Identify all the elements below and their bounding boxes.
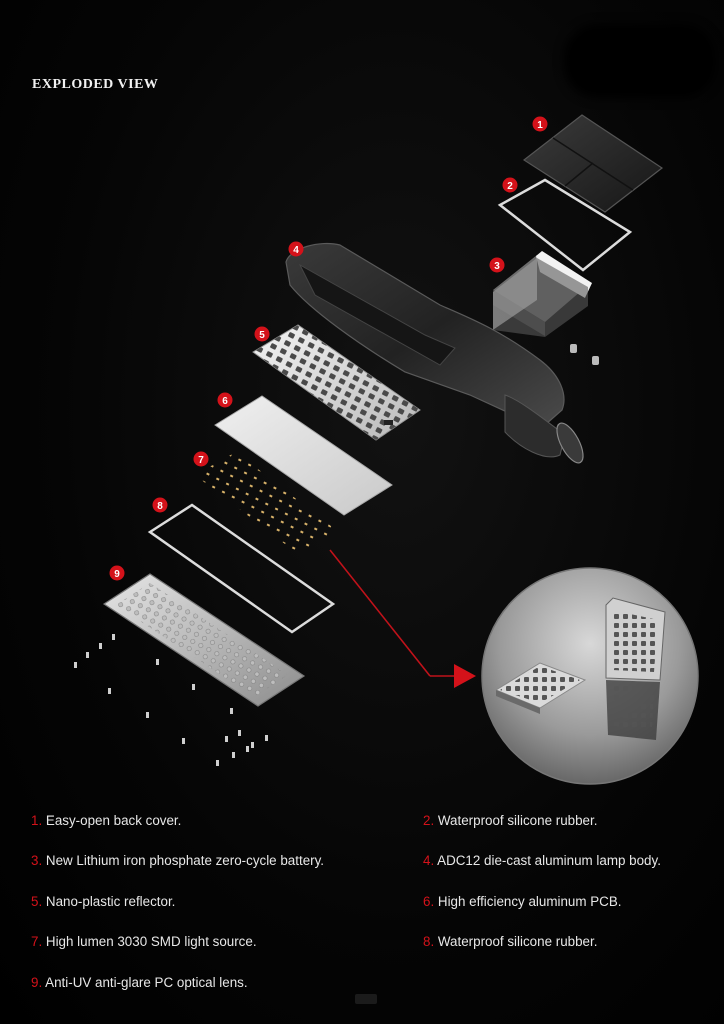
callout-4-label: 4 — [293, 245, 299, 256]
redacted-logo — [570, 30, 710, 92]
callout-3: 3 — [489, 257, 505, 273]
part-number: 1. — [31, 813, 43, 828]
part-number: 4. — [423, 853, 435, 868]
lens-screws — [74, 634, 268, 766]
part-number: 5. — [31, 894, 43, 909]
page-marker — [355, 994, 377, 1004]
part-item-4: 4. ADC12 die-cast aluminum lamp body. — [423, 853, 661, 868]
part-item-2: 2. Waterproof silicone rubber. — [423, 813, 597, 828]
part-number: 9. — [31, 975, 43, 990]
part-item-8: 8. Waterproof silicone rubber. — [423, 934, 597, 949]
lamp-body — [285, 242, 584, 464]
part-number: 6. — [423, 894, 435, 909]
callout-5: 5 — [254, 326, 270, 342]
part-item-3: 3. New Lithium iron phosphate zero-cycle… — [31, 853, 324, 868]
page-title: EXPLODED VIEW — [32, 77, 159, 92]
body-screws — [570, 344, 599, 365]
callout-8: 8 — [152, 497, 168, 513]
part-description: ADC12 die-cast aluminum lamp body. — [437, 853, 661, 868]
part-item-9: 9. Anti-UV anti-glare PC optical lens. — [31, 975, 248, 990]
callout-2: 2 — [502, 177, 518, 193]
callout-8-label: 8 — [157, 501, 163, 512]
part-item-7: 7. High lumen 3030 SMD light source. — [31, 934, 257, 949]
part-description: High efficiency aluminum PCB. — [437, 894, 622, 909]
part-description: Anti-UV anti-glare PC optical lens. — [45, 975, 248, 990]
part-number: 3. — [31, 853, 43, 868]
exploded-diagram: 1 2 3 4 5 6 7 8 — [74, 114, 699, 785]
part-description: Nano-plastic reflector. — [45, 894, 176, 909]
led-array — [195, 452, 336, 554]
callout-6: 6 — [217, 392, 233, 408]
aluminum-pcb — [214, 395, 393, 516]
part-description: Easy-open back cover. — [45, 813, 182, 828]
callout-6-label: 6 — [222, 396, 228, 407]
part-item-1: 1. Easy-open back cover. — [31, 813, 181, 828]
callout-1: 1 — [532, 116, 548, 132]
part-description: New Lithium iron phosphate zero-cycle ba… — [45, 853, 325, 868]
reflector — [252, 324, 421, 441]
part-description: Waterproof silicone rubber. — [437, 934, 598, 949]
part-item-6: 6. High efficiency aluminum PCB. — [423, 894, 622, 909]
callout-9: 9 — [109, 565, 125, 581]
battery — [493, 251, 592, 337]
callout-3-label: 3 — [494, 261, 500, 272]
callout-7-label: 7 — [198, 455, 204, 466]
callout-4: 4 — [288, 241, 304, 257]
optical-lens — [102, 573, 306, 707]
callout-7: 7 — [193, 451, 209, 467]
detail-inset — [481, 567, 699, 785]
part-number: 2. — [423, 813, 435, 828]
callout-1-label: 1 — [537, 120, 543, 131]
callout-5-label: 5 — [259, 330, 265, 341]
callout-2-label: 2 — [507, 181, 513, 192]
part-item-5: 5. Nano-plastic reflector. — [31, 894, 175, 909]
part-number: 8. — [423, 934, 435, 949]
back-cover — [522, 114, 664, 213]
rubber-seal-top — [497, 178, 633, 272]
zoom-arrow — [329, 549, 476, 688]
part-description: High lumen 3030 SMD light source. — [45, 934, 257, 949]
part-description: Waterproof silicone rubber. — [437, 813, 598, 828]
rubber-seal-bottom — [147, 503, 336, 634]
callout-9-label: 9 — [114, 569, 120, 580]
part-number: 7. — [31, 934, 43, 949]
